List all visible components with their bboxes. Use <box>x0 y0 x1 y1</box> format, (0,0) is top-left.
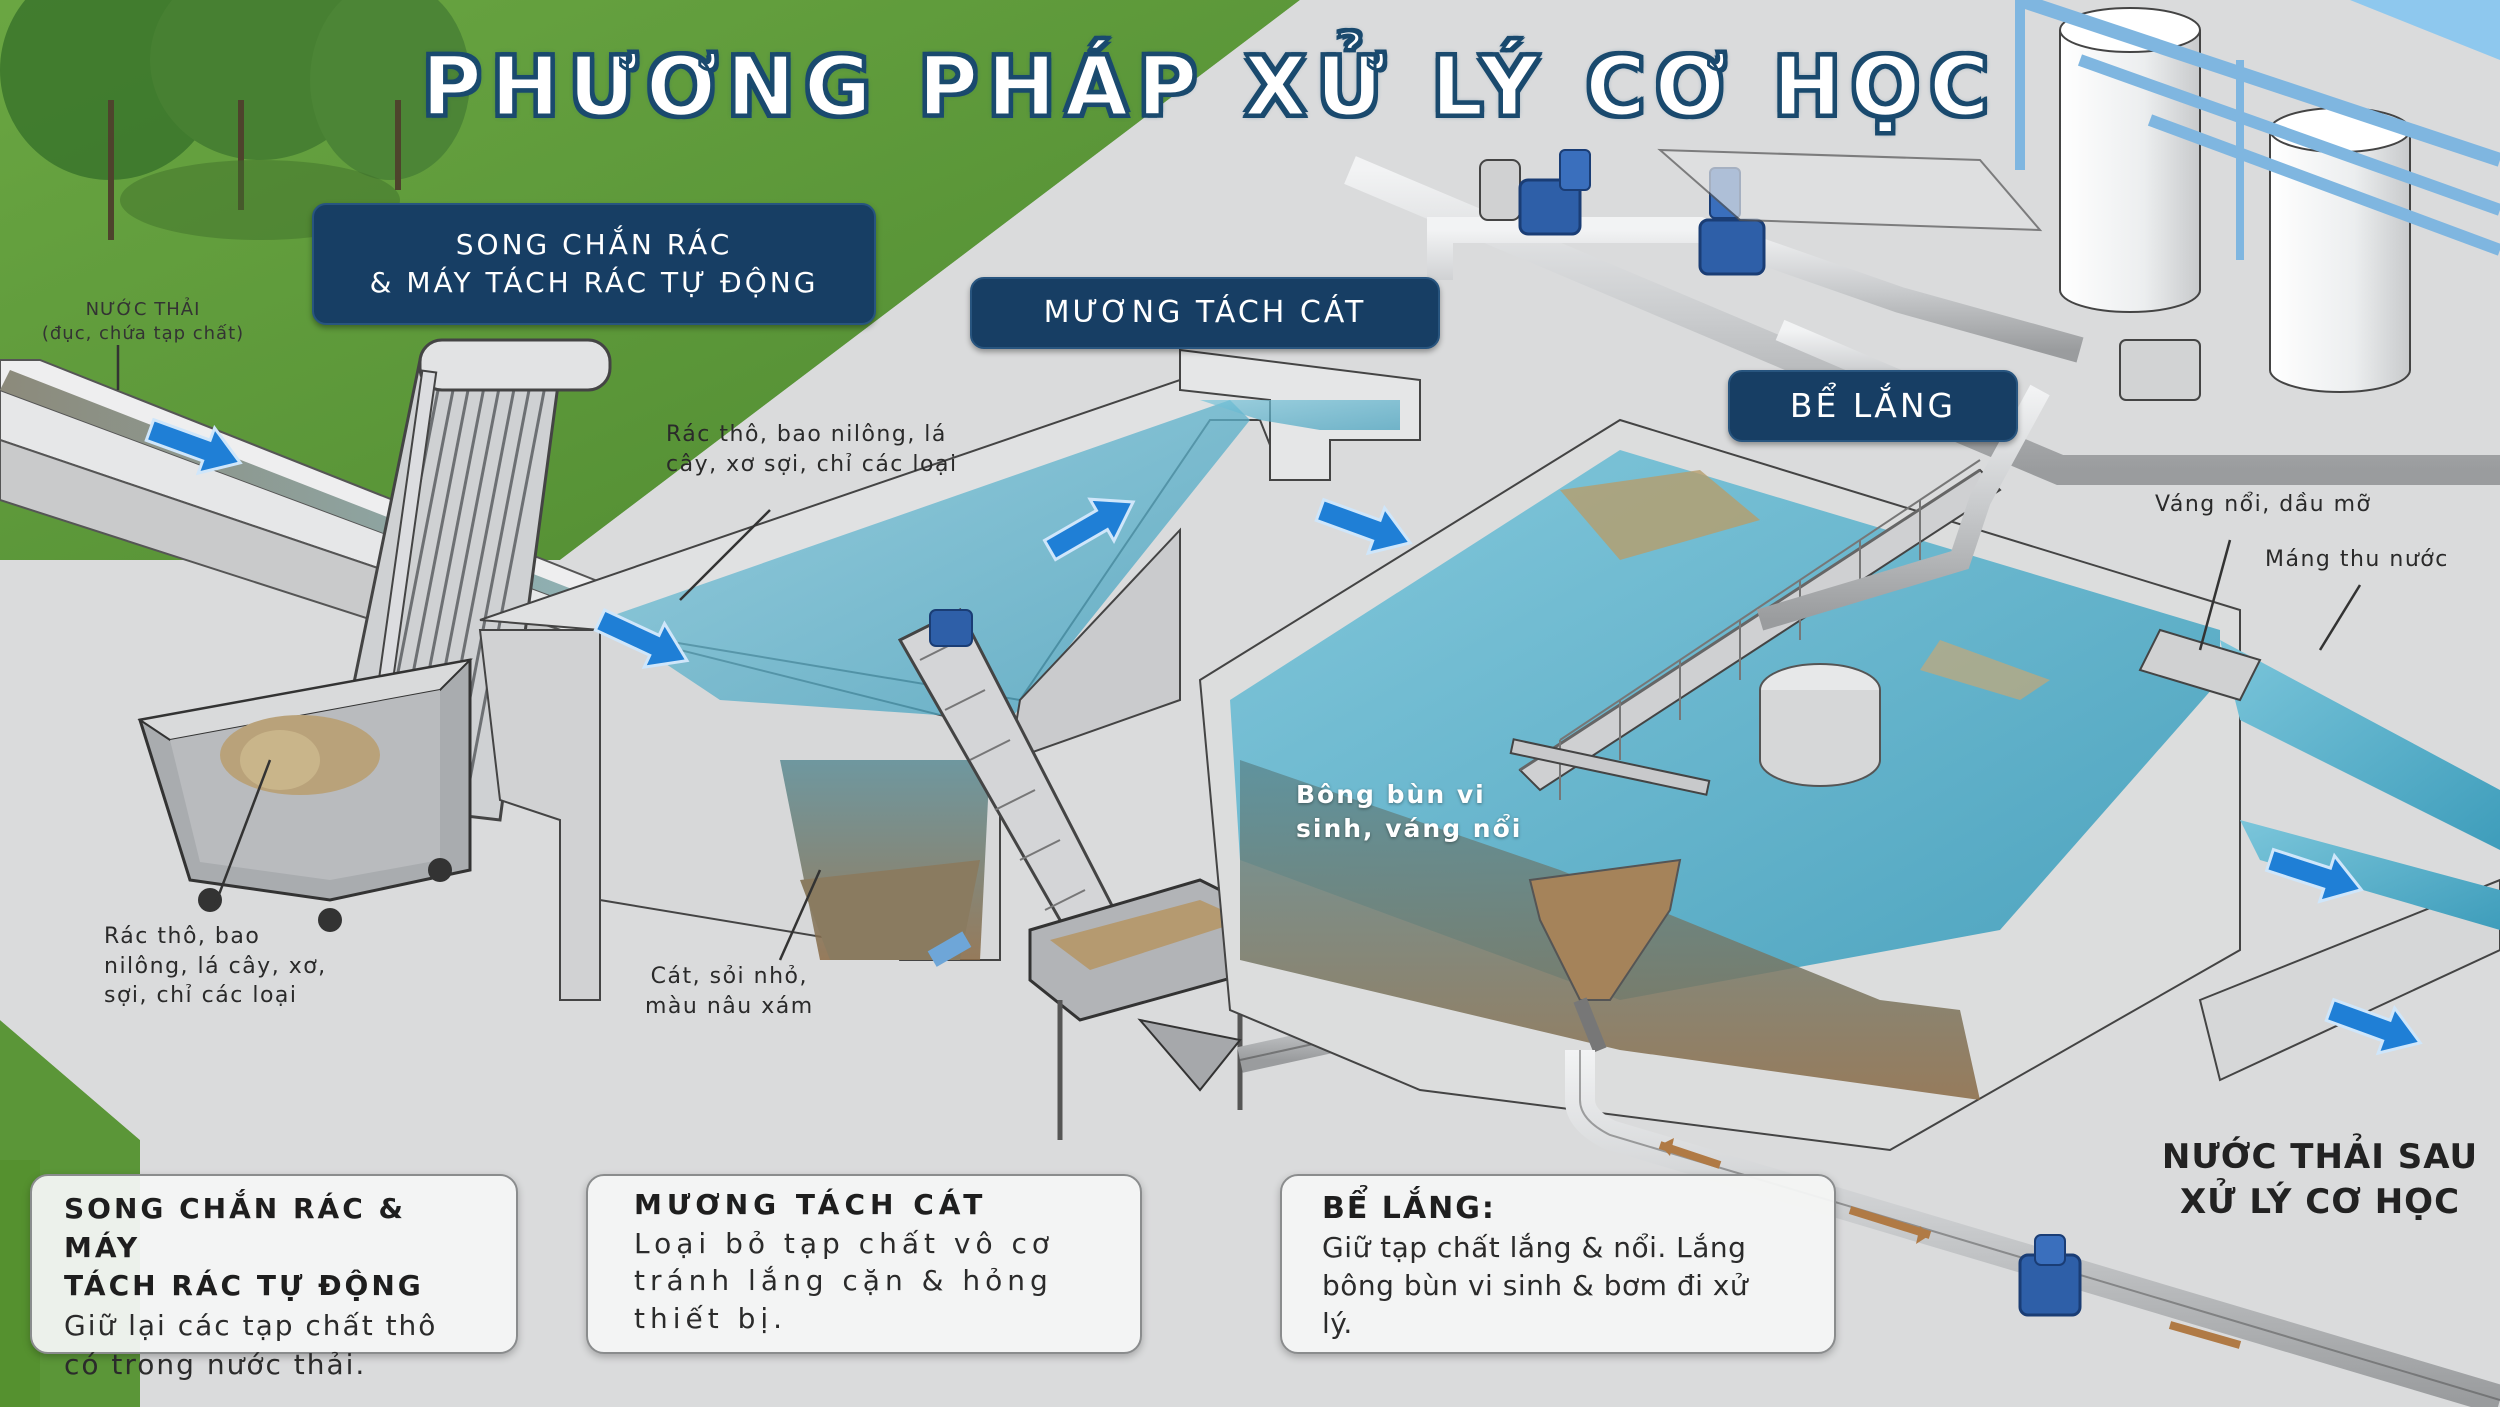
annotation-weir: Máng thu nước <box>2265 545 2449 575</box>
annotation-bin-debris: Rác thô, bao nilông, lá cây, xơ, sợi, ch… <box>104 922 327 1011</box>
page-title: PHƯƠNG PHÁP XỬ LÝ CƠ HỌC <box>420 39 1999 137</box>
annotation-inflow-line-1: NƯỚC THẢI <box>85 299 201 320</box>
tag-settling-tank: BỂ LẮNG <box>1728 370 2018 442</box>
card-settling-tank-body-line-3: lý. <box>1322 1306 1353 1340</box>
card-settling-tank-body-line-2: bông bùn vi sinh & bơm đi xử <box>1322 1269 1749 1303</box>
card-screen-title: SONG CHẮN RÁC & MÁY TÁCH RÁC TỰ ĐỘNG <box>64 1190 484 1306</box>
sludge-pipe <box>1565 1050 2500 1407</box>
card-screen-body: Giữ lại các tạp chất thô có trong nước t… <box>64 1306 484 1384</box>
tag-screen-line-1: SONG CHẮN RÁC <box>455 228 733 262</box>
card-grit-chamber: MƯƠNG TÁCH CÁT Loại bỏ tạp chất vô cơ tr… <box>586 1174 1142 1354</box>
annotation-scum-label: Váng nổi, dầu mỡ <box>2155 492 2372 517</box>
annotation-inflow: NƯỚC THẢI (đục, chứa tạp chất) <box>28 298 258 347</box>
annotation-grit-line-1: Cát, sỏi nhỏ, <box>650 964 808 989</box>
card-settling-tank-body: Giữ tạp chất lắng & nổi. Lắng bông bùn v… <box>1322 1229 1794 1342</box>
grit-screw-conveyor <box>897 607 1142 993</box>
annotation-weir-label: Máng thu nước <box>2265 547 2449 572</box>
outflow-label: NƯỚC THẢI SAU XỬ LÝ CƠ HỌC <box>2140 1135 2500 1225</box>
annotation-bin-debris-line-3: sợi, chỉ các loại <box>104 983 298 1009</box>
annotation-grit: Cát, sỏi nhỏ, màu nâu xám <box>645 962 814 1021</box>
card-grit-chamber-title-line: MƯƠNG TÁCH CÁT <box>634 1188 988 1221</box>
tag-screen: SONG CHẮN RÁC & MÁY TÁCH RÁC TỰ ĐỘNG <box>312 203 876 325</box>
annotation-grit-line-2: màu nâu xám <box>645 993 814 1019</box>
tag-screen-line-2: & MÁY TÁCH RÁC TỰ ĐỘNG <box>369 266 819 299</box>
tag-grit-chamber-label: MƯƠNG TÁCH CÁT <box>1043 294 1367 330</box>
annotation-inflow-line-2: (đục, chứa tạp chất) <box>41 323 245 345</box>
debris-bin <box>137 658 473 932</box>
outflow-label-line-1: NƯỚC THẢI SAU <box>2161 1137 2479 1177</box>
card-grit-chamber-body: Loại bỏ tạp chất vô cơ tránh lắng cặn & … <box>634 1225 1094 1338</box>
outflow-label-line-2: XỬ LÝ CƠ HỌC <box>2179 1181 2461 1222</box>
tag-grit-chamber: MƯƠNG TÁCH CÁT <box>970 277 1440 349</box>
annotation-screen-debris-line-2: cây, xơ sợi, chỉ các loại <box>666 451 958 477</box>
annotation-screen-debris: Rác thô, bao nilông, lá cây, xơ sợi, chỉ… <box>666 420 958 479</box>
card-screen-body-line-2: có trong nước thải. <box>64 1348 367 1382</box>
card-grit-chamber-body-line-3: thiết bị. <box>634 1302 788 1336</box>
annotation-sludge-line-2: sinh, váng nổi <box>1296 813 1523 843</box>
card-settling-tank: BỂ LẮNG: Giữ tạp chất lắng & nổi. Lắng b… <box>1280 1174 1836 1354</box>
annotation-bin-debris-line-1: Rác thô, bao <box>104 924 261 949</box>
card-grit-chamber-title: MƯƠNG TÁCH CÁT <box>634 1186 1094 1225</box>
annotation-screen-debris-line-1: Rác thô, bao nilông, lá <box>666 422 947 447</box>
grit-hopper <box>1028 878 1262 1140</box>
annotation-scum: Váng nổi, dầu mỡ <box>2155 490 2372 520</box>
settling-tank <box>1198 418 2500 1152</box>
card-screen-title-line-2: TÁCH RÁC TỰ ĐỘNG <box>64 1269 424 1303</box>
card-settling-tank-title: BỂ LẮNG: <box>1322 1188 1794 1229</box>
grit-chamber <box>478 348 1421 1001</box>
card-grit-chamber-body-line-1: Loại bỏ tạp chất vô cơ <box>634 1226 1054 1260</box>
card-settling-tank-body-line-1: Giữ tạp chất lắng & nổi. Lắng <box>1322 1231 1747 1265</box>
card-screen-title-line-1: SONG CHẮN RÁC & MÁY <box>64 1192 406 1264</box>
trees <box>0 0 470 240</box>
card-screen: SONG CHẮN RÁC & MÁY TÁCH RÁC TỰ ĐỘNG Giữ… <box>30 1174 518 1381</box>
annotation-sludge: Bông bùn vi sinh, váng nổi <box>1296 778 1522 846</box>
card-screen-body-line-1: Giữ lại các tạp chất thô <box>64 1308 438 1342</box>
tag-settling-tank-label: BỂ LẮNG <box>1789 385 1957 425</box>
annotation-sludge-line-1: Bông bùn vi <box>1296 780 1486 809</box>
card-settling-tank-title-line: BỂ LẮNG: <box>1322 1191 1496 1226</box>
leader-lines <box>116 345 2362 961</box>
annotation-bin-debris-line-2: nilông, lá cây, xơ, <box>104 953 327 979</box>
card-grit-chamber-body-line-2: tránh lắng cặn & hỏng <box>634 1264 1053 1298</box>
